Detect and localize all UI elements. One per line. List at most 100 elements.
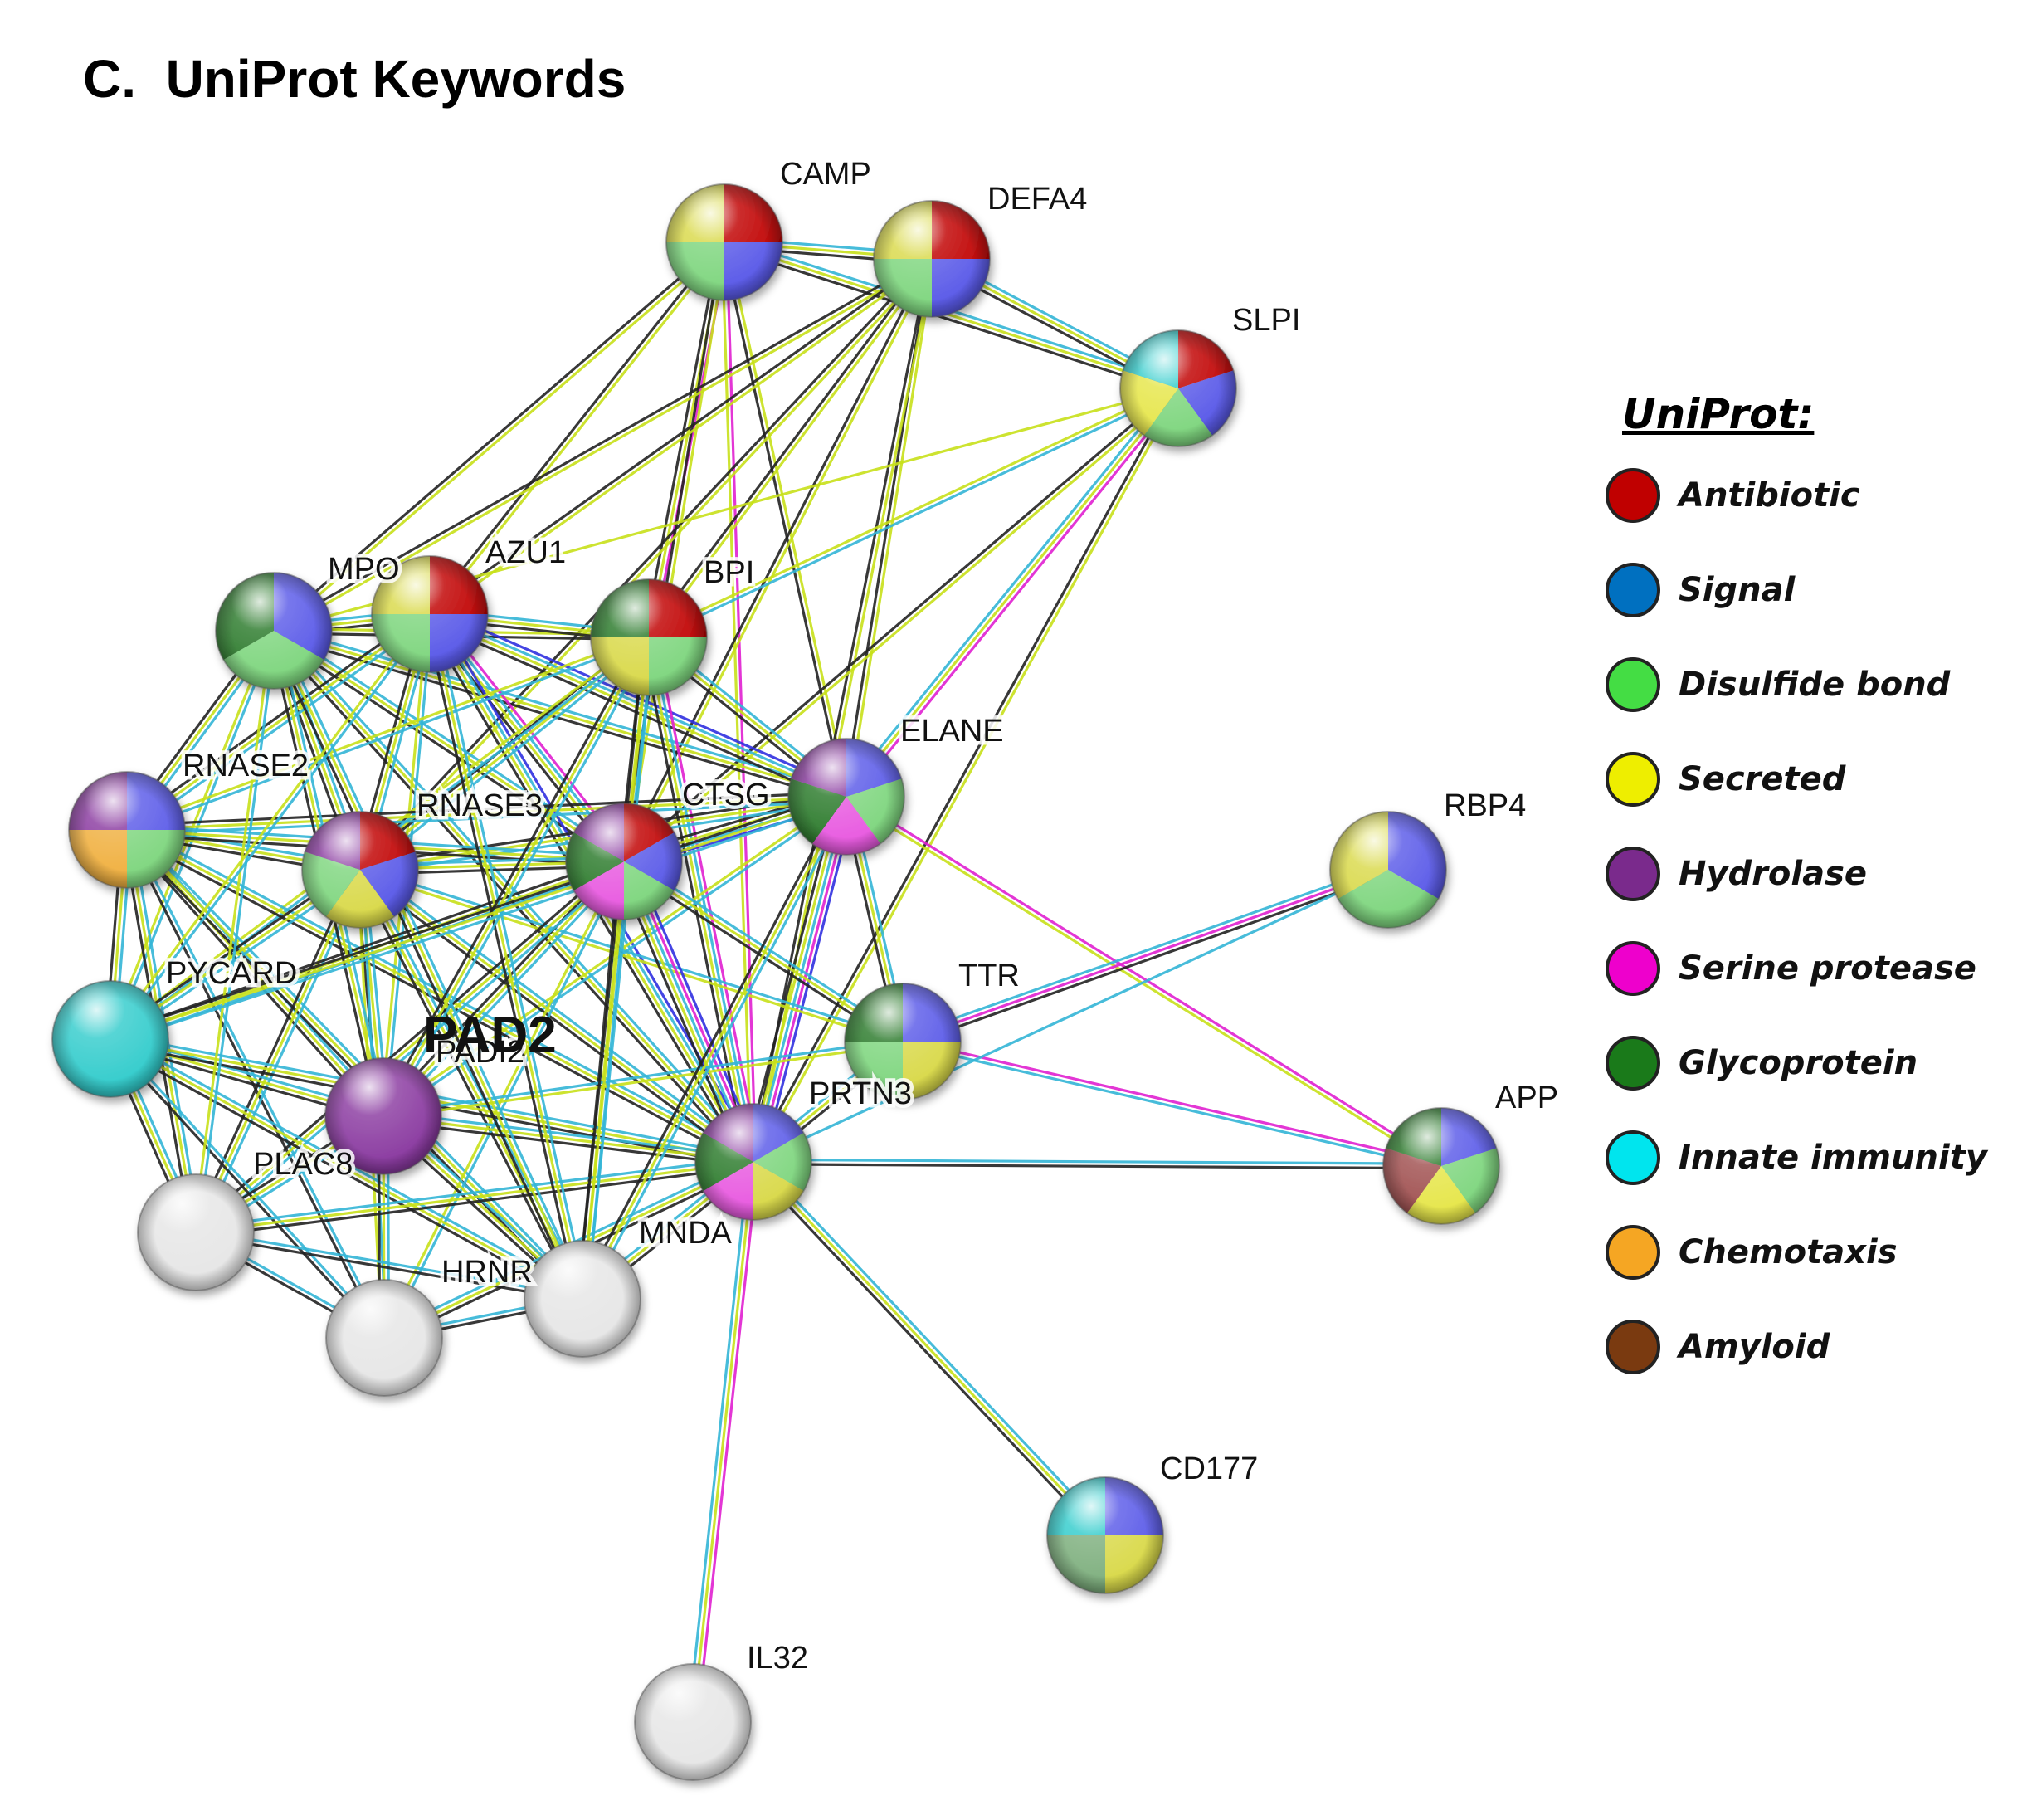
edge-line-coexp bbox=[107, 1042, 582, 1305]
node-rnase2[interactable] bbox=[68, 771, 186, 889]
node-label-rnase3: RNASE3 bbox=[417, 788, 543, 823]
node-gloss bbox=[590, 578, 708, 696]
node-camp[interactable] bbox=[665, 183, 783, 301]
edge-line-text bbox=[273, 629, 625, 863]
node-mpo[interactable] bbox=[215, 572, 333, 690]
edge-line-db bbox=[686, 1161, 751, 1722]
edge-line-db bbox=[900, 864, 1387, 1039]
node-elane[interactable] bbox=[787, 738, 905, 856]
edge-line-coexp bbox=[720, 242, 846, 798]
edge-line-text bbox=[272, 630, 584, 1300]
node-il32[interactable] bbox=[634, 1663, 752, 1781]
node-label-mnda: MNDA bbox=[639, 1216, 733, 1251]
node-app[interactable] bbox=[1382, 1107, 1500, 1225]
legend-item: Innate immunity bbox=[1606, 1124, 2020, 1192]
edge-padi2-ttr bbox=[383, 1037, 904, 1120]
legend-item: Chemotaxis bbox=[1606, 1218, 2020, 1286]
legend-swatch bbox=[1606, 1130, 1660, 1185]
edge-line-db bbox=[195, 1155, 753, 1230]
node-cd177[interactable] bbox=[1046, 1476, 1164, 1594]
node-label-mpo: MPO bbox=[328, 552, 400, 587]
edge-line-text bbox=[752, 1160, 1107, 1537]
node-slpi[interactable] bbox=[1119, 329, 1237, 447]
edge-line-coexp bbox=[196, 1164, 754, 1239]
edge-line-text bbox=[724, 241, 1179, 390]
edge-line-text bbox=[274, 260, 934, 634]
edge-defa4-prtn3 bbox=[749, 258, 936, 1163]
edge-bpi-rnase2 bbox=[125, 633, 651, 834]
node-gloss bbox=[1119, 329, 1237, 447]
edge-rnase3-ttr bbox=[358, 866, 904, 1046]
node-label-padi2: PADI2 bbox=[436, 1035, 524, 1070]
edge-line-db bbox=[841, 384, 1176, 795]
edge-line-coexp bbox=[904, 872, 1391, 1047]
edge-line-coexp bbox=[620, 242, 724, 861]
node-label-plac8: PLAC8 bbox=[253, 1147, 353, 1182]
edge-line-text bbox=[125, 828, 584, 1300]
node-padi2[interactable] bbox=[324, 1057, 442, 1175]
edge-camp-azu1 bbox=[426, 240, 728, 617]
edge-line-text bbox=[359, 868, 754, 1164]
node-label-bpi: BPI bbox=[704, 555, 754, 590]
node-pycard[interactable] bbox=[51, 980, 169, 1098]
edge-line-text bbox=[382, 637, 651, 1117]
legend-item: Signal bbox=[1606, 556, 2020, 624]
edge-slpi-bpi bbox=[647, 385, 1180, 641]
edge-line-exp bbox=[725, 242, 758, 1162]
node-plac8[interactable] bbox=[137, 1173, 255, 1291]
edge-line-coexp bbox=[753, 1163, 1441, 1170]
node-label-ctsg: CTSG bbox=[682, 778, 770, 812]
legend-title: UniProt: bbox=[1622, 390, 1815, 438]
node-ctsg[interactable] bbox=[565, 803, 683, 920]
edge-azu1-mnda bbox=[424, 612, 588, 1300]
edge-line-coexp bbox=[748, 1164, 1104, 1539]
legend-label: Chemotaxis bbox=[1679, 1233, 1898, 1271]
edge-defa4-mpo bbox=[271, 256, 934, 634]
legend-label: Innate immunity bbox=[1679, 1139, 1987, 1177]
node-label-camp: CAMP bbox=[780, 157, 871, 192]
legend-item: Antibiotic bbox=[1606, 461, 2020, 529]
edge-line-text bbox=[107, 612, 430, 1039]
legend-label: Serine protease bbox=[1679, 949, 1976, 988]
node-rbp4[interactable] bbox=[1329, 811, 1447, 929]
edge-prtn3-app bbox=[753, 1158, 1442, 1170]
node-label-il32: IL32 bbox=[747, 1641, 808, 1676]
edge-line-text bbox=[126, 828, 754, 1164]
edge-prtn3-cd177 bbox=[748, 1158, 1110, 1539]
legend-item: Hydrolase bbox=[1606, 840, 2020, 908]
legend-swatch bbox=[1606, 941, 1660, 996]
edge-line-db bbox=[275, 626, 627, 859]
node-bpi[interactable] bbox=[590, 578, 708, 696]
node-gloss bbox=[634, 1663, 752, 1781]
edge-line-coexp bbox=[378, 634, 646, 1115]
node-gloss bbox=[371, 555, 489, 673]
edge-line-exp bbox=[846, 793, 1444, 1166]
node-defa4[interactable] bbox=[873, 200, 991, 318]
edge-line-text bbox=[126, 612, 431, 832]
node-rnase3[interactable] bbox=[301, 811, 419, 929]
node-label-ttr: TTR bbox=[958, 959, 1020, 993]
node-mnda[interactable] bbox=[524, 1240, 641, 1358]
edges-layer bbox=[104, 236, 1444, 1723]
edge-line-text bbox=[192, 630, 273, 1232]
legend-label: Signal bbox=[1679, 571, 1796, 609]
node-hrnr[interactable] bbox=[325, 1279, 443, 1397]
legend-swatch bbox=[1606, 657, 1660, 712]
edge-line-text bbox=[430, 259, 934, 617]
node-gloss bbox=[787, 738, 905, 856]
edge-line-coexp bbox=[621, 385, 1178, 861]
node-prtn3[interactable] bbox=[694, 1103, 812, 1221]
edge-line-db bbox=[127, 638, 651, 834]
legend-swatch bbox=[1606, 1320, 1660, 1374]
node-azu1[interactable] bbox=[371, 555, 489, 673]
node-ttr[interactable] bbox=[844, 983, 962, 1100]
edge-line-db bbox=[276, 628, 588, 1298]
edge-line-db bbox=[129, 617, 434, 835]
edge-line-coexp bbox=[621, 257, 931, 861]
edge-line-exp bbox=[695, 1162, 760, 1723]
edge-line-exp bbox=[654, 636, 762, 1161]
node-label-rbp4: RBP4 bbox=[1444, 788, 1526, 823]
legend-item: Amyloid bbox=[1606, 1313, 2020, 1381]
